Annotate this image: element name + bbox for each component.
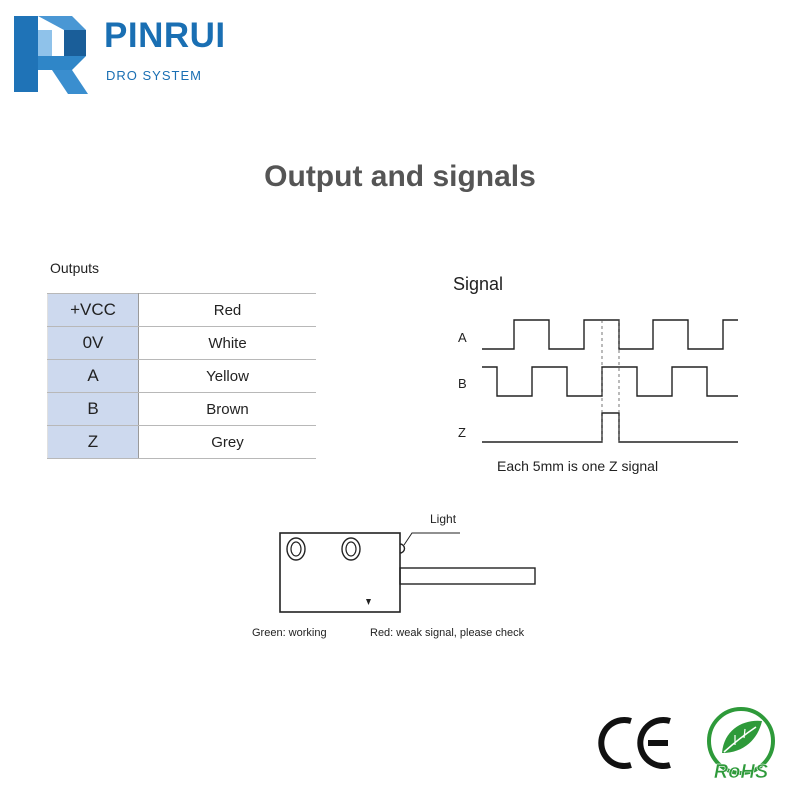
status-red-text: Red: weak signal, please check (370, 627, 525, 639)
indicator-light-icon (399, 543, 406, 554)
channel-b-waveform (482, 366, 738, 397)
channel-b-label: B (458, 376, 467, 391)
wire-color-cell: Yellow (138, 359, 316, 393)
light-leader-line (403, 532, 460, 546)
signal-cell: 0V (47, 326, 139, 360)
brand-name: PINRUI (104, 16, 226, 55)
wire-color-cell: Brown (138, 392, 316, 426)
signal-timing-diagram: A B Z (458, 319, 738, 443)
table-row: 0V White (47, 326, 316, 360)
rohs-badge-icon: RoHS (707, 707, 775, 783)
signal-caption: Each 5mm is one Z signal (497, 458, 659, 474)
wire-color-cell: Grey (138, 425, 316, 459)
channel-a-waveform (482, 319, 738, 350)
pinrui-logo-icon (14, 16, 88, 94)
channel-a-label: A (458, 330, 467, 345)
wire-color-cell: Red (138, 293, 316, 327)
sensor-body (279, 532, 401, 613)
table-row: Z Grey (47, 425, 316, 459)
mounting-hole-icon (286, 537, 306, 561)
table-row: A Yellow (47, 359, 316, 393)
page-title: Output and signals (264, 160, 536, 193)
sensor-head-diagram (279, 532, 536, 613)
brand-tagline: DRO SYSTEM (106, 68, 202, 83)
signal-cell: A (47, 359, 139, 393)
rohs-text: RoHS (714, 761, 769, 783)
direction-arrow-icon (366, 599, 371, 605)
ce-mark-icon (598, 717, 671, 769)
status-green-text: Green: working (252, 627, 327, 639)
table-row: +VCC Red (47, 293, 316, 327)
mounting-hole-icon (341, 537, 361, 561)
channel-z-label: Z (458, 425, 466, 440)
sensor-cable (399, 567, 536, 585)
channel-z-waveform (482, 412, 738, 443)
signal-cell: B (47, 392, 139, 426)
table-row: B Brown (47, 392, 316, 426)
light-label: Light (430, 512, 457, 526)
signal-cell: Z (47, 425, 139, 459)
signal-cell: +VCC (47, 293, 139, 327)
wire-color-cell: White (138, 326, 316, 360)
outputs-table: +VCC Red 0V White A Yellow B Brown Z Gre… (47, 293, 316, 459)
signal-label: Signal (453, 274, 504, 294)
outputs-label: Outputs (50, 260, 100, 276)
